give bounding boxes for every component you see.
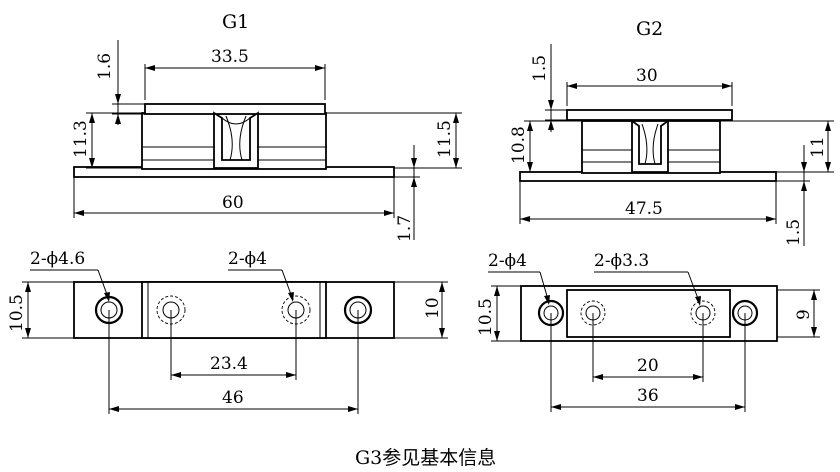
g1-total-height-label: 11.5	[435, 120, 455, 158]
g1-body-height-label: 11.3	[71, 120, 91, 158]
g1-base-width-label: 60	[222, 193, 244, 213]
g2-outer-spacing-label: 36	[637, 386, 659, 406]
g1-title: G1	[222, 11, 249, 33]
g2-top-view: 2-ϕ4 2-ϕ3.3 10.5 9 20 36	[476, 251, 820, 412]
g2-side-view: G2 30 1.5 10.8	[509, 18, 834, 246]
g2-top-plate-outline	[566, 289, 731, 338]
g1-top-plate	[144, 103, 326, 115]
g1-inner-spacing-label: 23.4	[210, 354, 248, 374]
g1-base-thickness-label: 1.7	[395, 215, 415, 242]
g1-top-body-height-label: 10.5	[7, 294, 27, 332]
g2-total-height-label: 11	[808, 136, 828, 158]
g1-outer-spacing-label: 46	[222, 388, 244, 408]
g2-top-body-height-label: 10.5	[476, 298, 496, 336]
g2-plate-height-label: 9	[794, 309, 814, 320]
g1-top-view: 2-ϕ4.6 2-ϕ4 10.5 10 23.4 46	[7, 249, 448, 414]
g2-base-width-label: 47.5	[625, 199, 663, 219]
g2-spring-clip	[631, 119, 669, 173]
g2-top-width-label: 30	[636, 66, 658, 86]
g2-top-thickness-label: 1.5	[530, 55, 550, 82]
g2-title: G2	[636, 18, 663, 40]
g1-plate-height-label: 10	[423, 297, 443, 319]
g2-inner-hole-label: 2-ϕ3.3	[594, 251, 649, 271]
g2-top-plate	[566, 109, 733, 121]
footer-note: G3参见基本信息	[355, 447, 496, 469]
g1-outer-hole-label: 2-ϕ4.6	[30, 249, 85, 269]
g2-outer-hole-label: 2-ϕ4	[488, 251, 527, 271]
g2-body-height-label: 10.8	[509, 126, 529, 164]
g1-side-view: G1 33.5 1.6 11.3	[71, 11, 462, 242]
g2-inner-spacing-label: 20	[637, 356, 659, 376]
g2-base-thickness-label: 1.5	[784, 219, 804, 246]
g1-inner-hole-label: 2-ϕ4	[228, 249, 267, 269]
g1-top-width-label: 33.5	[211, 47, 249, 67]
g1-top-thickness-label: 1.6	[95, 53, 115, 80]
g1-top-plate-outline	[141, 281, 327, 339]
